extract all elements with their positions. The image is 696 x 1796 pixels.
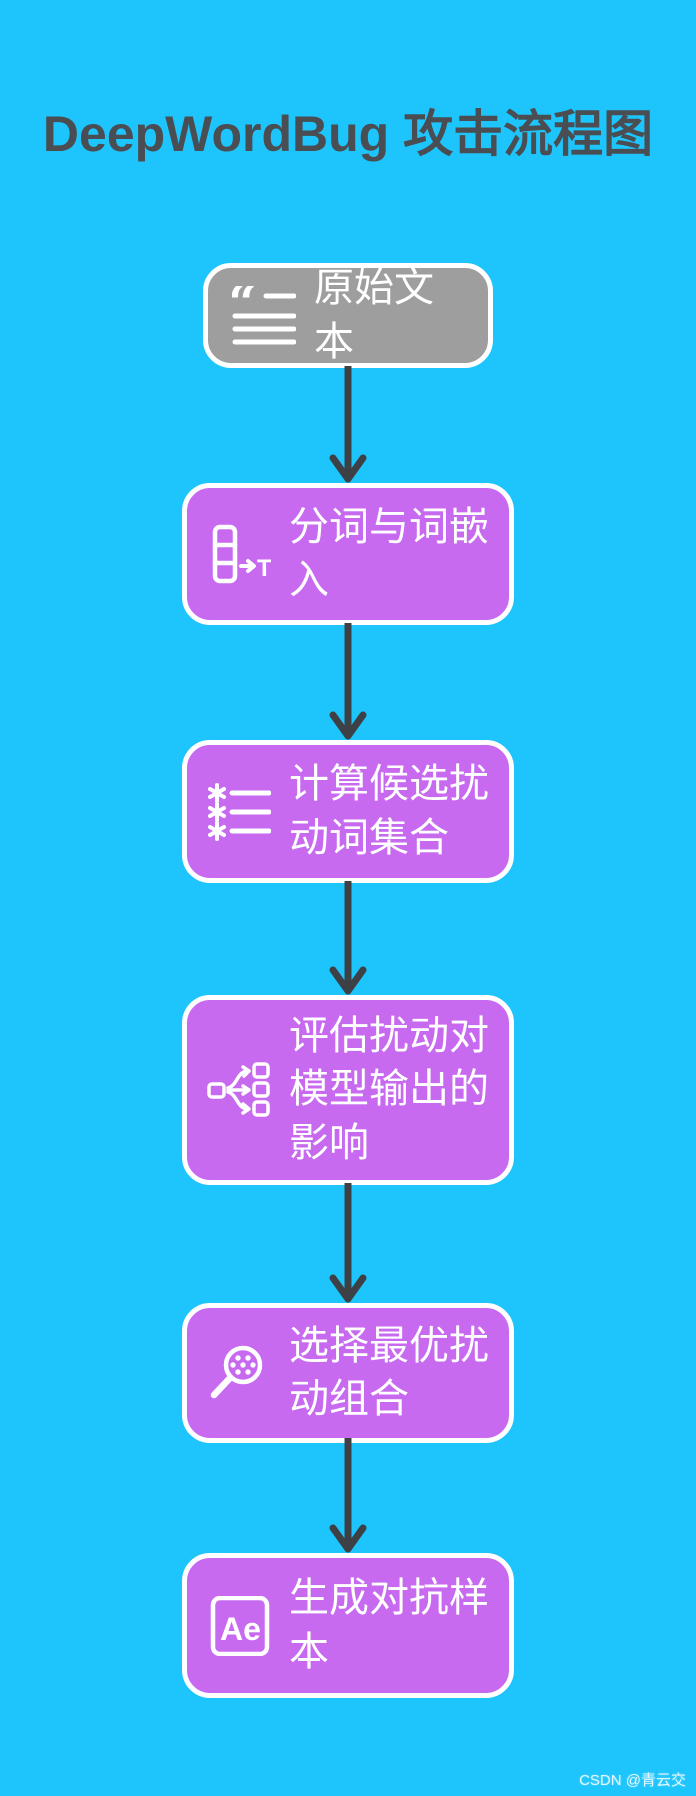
asterisk-list-icon	[208, 782, 271, 841]
down-arrow-connector	[324, 623, 372, 740]
down-arrow-connector	[324, 1183, 372, 1303]
ae-badge-icon: Ae	[210, 1595, 270, 1656]
flow-step-select-optimal: 选择最优扰 动组合	[182, 1303, 514, 1443]
flow-step-tokenize-embed: T 分词与词嵌 入	[182, 483, 514, 625]
flow-step-candidate-perturbations: 计算候选扰 动词集合	[182, 740, 514, 883]
step-label: 原始文本	[314, 266, 434, 364]
svg-text:Ae: Ae	[220, 1611, 261, 1647]
down-arrow-connector	[324, 881, 372, 995]
flow-step-evaluate-impact: 评估扰动对 模型输出的 影响	[182, 995, 514, 1185]
step-label: 评估扰动对 模型输出的 影响	[289, 1014, 489, 1165]
flow-step-original-text: “ 原始文本	[203, 263, 493, 368]
svg-text:T: T	[257, 555, 271, 582]
step-label: 计算候选扰 动词集合	[289, 762, 489, 860]
watermark: CSDN @青云交	[579, 1772, 686, 1789]
down-arrow-connector	[324, 1438, 372, 1553]
fan-out-icon	[207, 1062, 270, 1117]
step-label: 选择最优扰 动组合	[289, 1323, 489, 1421]
step-label: 生成对抗样 本	[289, 1576, 489, 1674]
magnifier-dots-icon	[210, 1345, 263, 1399]
flow-step-generate-adversarial: Ae 生成对抗样 本	[182, 1553, 514, 1698]
step-label: 分词与词嵌 入	[289, 504, 489, 602]
tokenize-icon: T	[212, 524, 271, 584]
quote-text-icon: “	[232, 286, 296, 344]
page-title: DeepWordBug 攻击流程图	[42, 106, 654, 162]
down-arrow-connector	[324, 366, 372, 483]
svg-text:“: “	[232, 286, 257, 332]
